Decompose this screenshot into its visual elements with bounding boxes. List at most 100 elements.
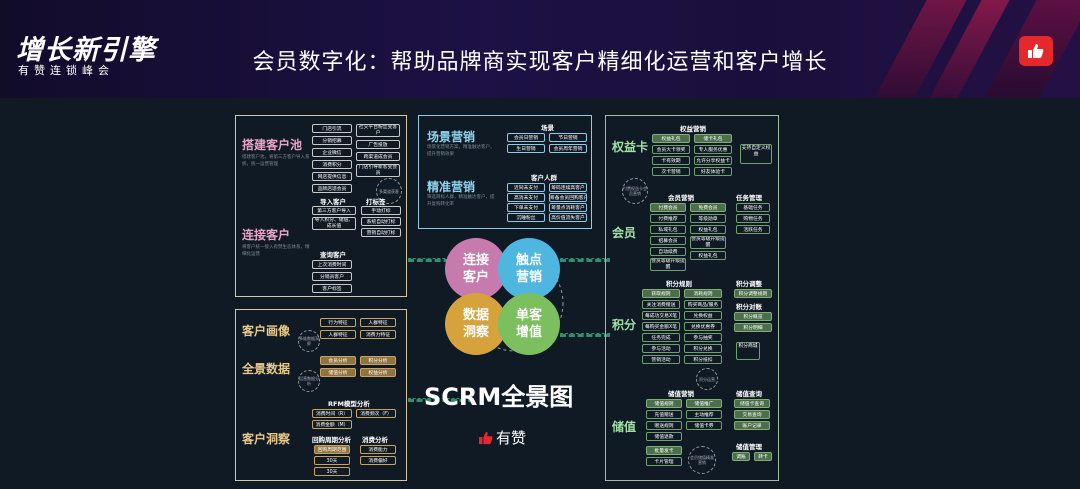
section-desc: 场景化营销方案，精准触达客户，提升营销效果 [427, 145, 495, 157]
sub-title: 积分对账 [736, 303, 762, 311]
section-desc: 将客户统一接入有赞生态体系，精细化运营 [242, 245, 310, 257]
tag: 批量发卡 [646, 446, 682, 455]
brand-logo: 有赞 [478, 427, 526, 448]
connector-line [408, 398, 474, 402]
bubble-label: 会员储值精准营销 [688, 446, 716, 474]
tag: 基础任务 [736, 203, 770, 212]
tag: 筹备会员回购客户 [549, 193, 587, 202]
tag: 次卡营销 [652, 167, 690, 176]
sub-title: 客户人群 [531, 174, 557, 182]
section-desc: 搭建客户池，将第三方客户导入系统，统一运营管理 [242, 155, 310, 167]
tag: 消费能力 [360, 445, 396, 454]
tag: 会员分析 [320, 356, 356, 365]
tag: 手动打标 [361, 206, 401, 215]
tag: 储值卡查询 [734, 399, 770, 408]
tag: 回购周期范围 [314, 445, 350, 454]
tag: 筹量点消耗客户 [549, 203, 587, 212]
circle-value: 单客增值 [498, 293, 560, 355]
thumbs-up-icon [1019, 36, 1053, 66]
tag: 消费频次（F） [356, 409, 396, 418]
connector-line [560, 333, 610, 337]
section-title-insight: 客户洞察 [242, 432, 291, 446]
sub-title: 导入客户 [320, 198, 346, 206]
tag: 购物任务 [736, 214, 770, 223]
tag: 兑换权益 [684, 311, 722, 320]
tag: 消费时间（R） [312, 409, 352, 418]
panel-data-insight: 客户画像 行为特征 人群特征 人群特征 消费力特征 多维数据洞察 全景数据 会员… [235, 309, 407, 481]
sub-title: 积分调整 [736, 280, 762, 288]
sub-title: 任务管理 [736, 194, 762, 202]
sub-title: 查询客户 [320, 251, 346, 259]
tag: 门店引流 [312, 124, 352, 133]
tag: 分销招募 [312, 136, 352, 145]
tag: 30天 [314, 467, 350, 476]
sub-title: 权益营销 [680, 125, 706, 133]
tag: 权益礼包 [652, 134, 690, 143]
sub-title: 场景 [541, 124, 554, 132]
tag: 会员周年营销 [549, 144, 587, 153]
section-title-precise: 精准营销 [427, 180, 476, 194]
tag: 节日营销 [549, 133, 587, 142]
tag: 专人服务优惠 [694, 145, 732, 154]
tag: 消费力特征 [360, 330, 396, 339]
tag: 储值退款 [646, 432, 682, 441]
tag: 储值卡券 [686, 421, 722, 430]
tag: 积分兑换 [684, 344, 722, 353]
tag: 调账 [732, 452, 750, 461]
panel-marketing: 场景营销 场景化营销方案，精准触达客户，提升营销效果 场景 会员日营销 节日营销… [418, 115, 592, 229]
tag: 储值规则 [646, 399, 682, 408]
tag: 广告投放 [356, 140, 400, 149]
tag: 30天 [314, 456, 350, 465]
tag: 消费积分 [312, 160, 352, 169]
tag: 主动推荐 [686, 410, 722, 419]
event-logo: 增长新引擎 [16, 35, 156, 66]
tag: 系统自动打标 [361, 217, 401, 226]
sub-title: 会员营销 [668, 194, 694, 202]
tag: 高价值流失客户 [549, 213, 587, 222]
tag: 导入积分、储值、成长值 [312, 217, 356, 230]
tag: 交易查询 [734, 410, 770, 419]
tag: 好友体验卡 [694, 167, 732, 176]
event-subtitle: 有赞连锁峰会 [18, 64, 114, 77]
tag: 自动续费 [650, 247, 686, 256]
tag: 权益礼包 [690, 225, 726, 234]
tag: 企业微信 [312, 148, 352, 157]
section-title-rights-card: 权益卡 [612, 140, 649, 154]
tag: 品牌店适会员 [312, 184, 352, 193]
tag: 每成功交易X笔 [642, 311, 680, 320]
tag: 活跃任务 [736, 225, 770, 234]
tag: 客户标签 [312, 284, 352, 293]
tag: 获取规则 [642, 289, 680, 298]
section-title-fulldata: 全景数据 [242, 362, 291, 376]
tag: 招募会员 [650, 236, 686, 245]
bubble-label: 运营数据分析 [298, 370, 320, 392]
tag: 消费偏好 [360, 456, 396, 465]
tag: 付费推荐 [650, 214, 686, 223]
sub-title: RFM模型分析 [328, 400, 370, 408]
sub-title: 积分规则 [666, 280, 692, 288]
tag: 转卡 [754, 452, 772, 461]
thumbs-up-icon [479, 431, 493, 444]
tag: 筹码连续高客户 [549, 183, 587, 192]
tag: 允许分享权益卡 [694, 156, 732, 165]
tag: 权益分析 [360, 368, 396, 377]
tag: 营销活动 [642, 355, 680, 364]
tag: 免费会员 [690, 203, 726, 212]
tag: 高消未支付 [507, 193, 545, 202]
tag: 沉睡粉丝 [507, 213, 545, 222]
bubble-label: 多渠道获客 [376, 178, 402, 204]
tag: 分销员客户 [312, 272, 352, 281]
tag: 第三方客户导入 [312, 206, 356, 215]
tag: 卡片管理 [646, 457, 682, 466]
tag: 关注消费赠送 [642, 300, 680, 309]
tag: 储值分析 [320, 368, 356, 377]
scrm-slide: 搭建客户池 搭建客户池，将第三方客户导入系统，统一运营管理 门店引流 社交平台粉… [0, 98, 1080, 489]
tag: 购买商品/服务 [684, 300, 722, 309]
tag: 任务完成 [642, 333, 680, 342]
section-title-scene: 场景营销 [427, 130, 476, 144]
bubble-label: 多维数据洞察 [298, 330, 320, 352]
tag: 等级勋章 [690, 214, 726, 223]
panel-build-connect: 搭建客户池 搭建客户池，将第三方客户导入系统，统一运营管理 门店引流 社交平台粉… [235, 115, 407, 297]
tag: 支持自定义权益 [740, 144, 772, 164]
tag: 私域礼包 [650, 225, 686, 234]
